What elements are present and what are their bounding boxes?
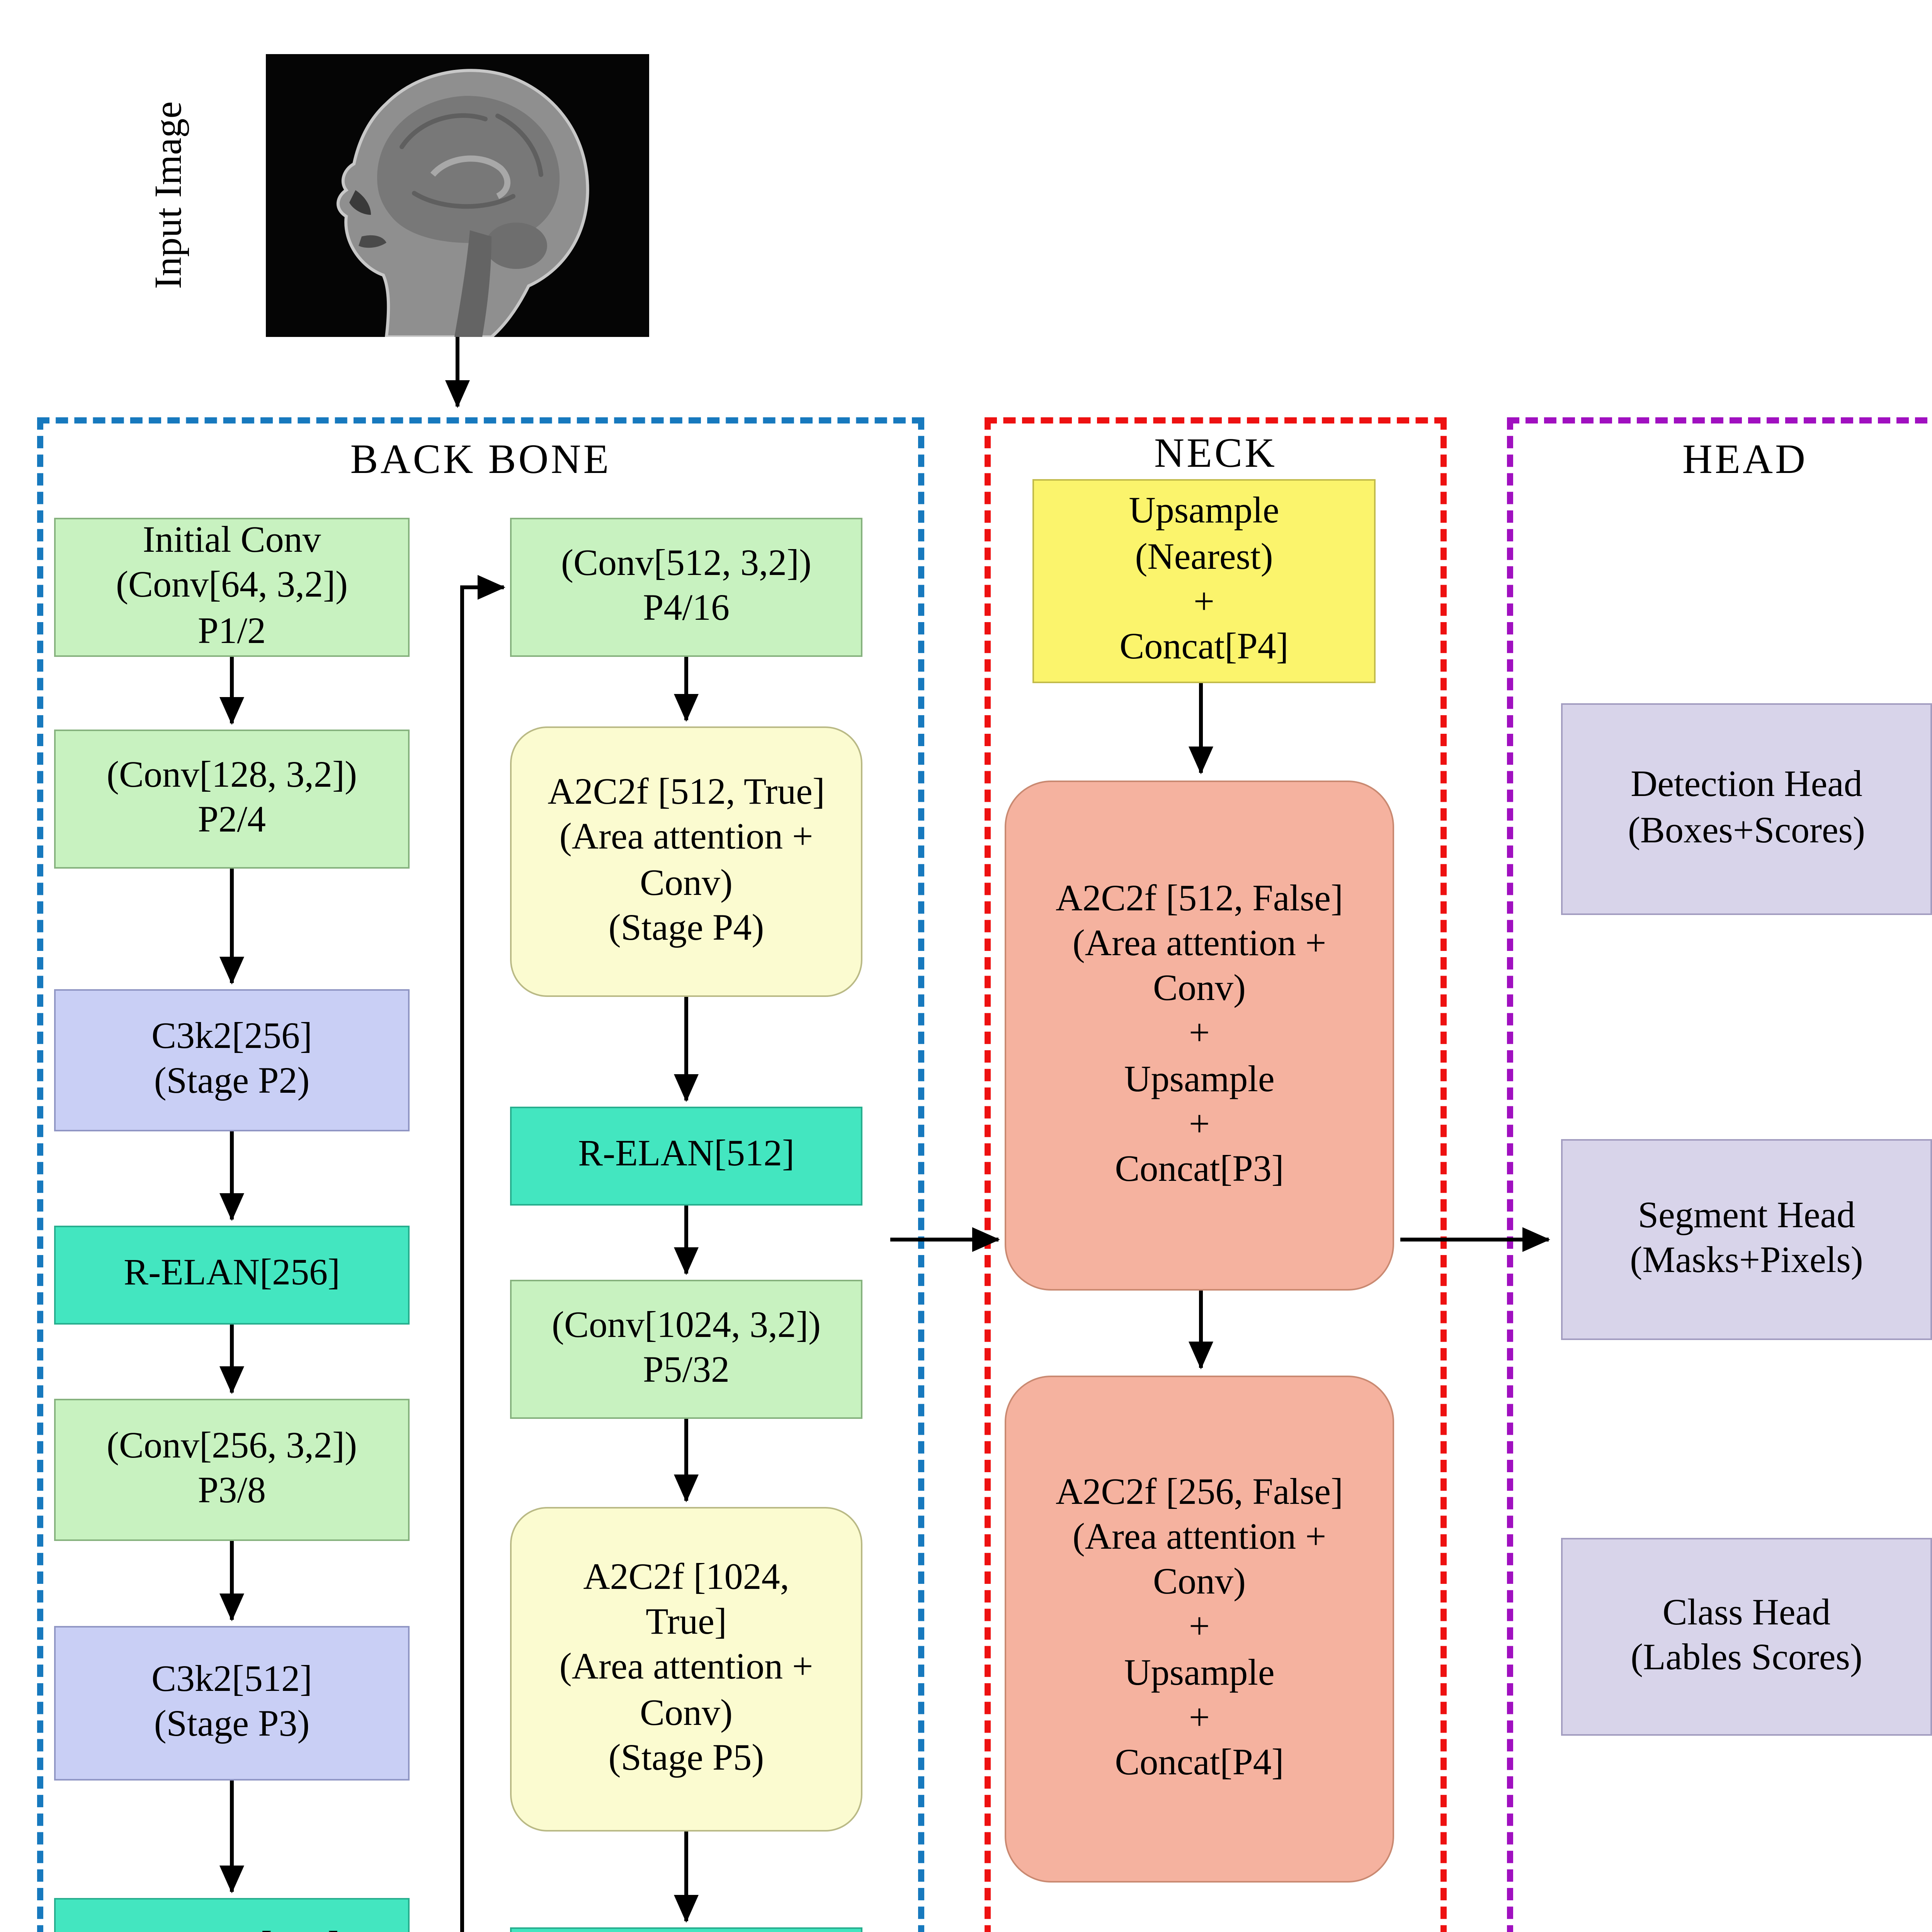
neck-boundary	[985, 417, 1447, 1932]
node-a2c2f-512-false: A2C2f [512, False] (Area attention + Con…	[1005, 781, 1394, 1291]
brain-gyri-lines	[400, 113, 543, 209]
node-class-head: Class Head (Lables Scores)	[1561, 1538, 1932, 1736]
node-detection-head: Detection Head (Boxes+Scores)	[1561, 703, 1932, 915]
node-upsample-concat-p4: Upsample (Nearest) + Concat[P4]	[1032, 479, 1376, 683]
node-a2c2f-256-false: A2C2f [256, False] (Area attention + Con…	[1005, 1376, 1394, 1883]
node-c3k2-256: C3k2[256] (Stage P2)	[54, 989, 410, 1131]
head-boundary	[1507, 417, 1932, 1932]
node-relan-512-p4: R-ELAN[512]	[510, 1107, 862, 1206]
node-conv-512: (Conv[512, 3,2]) P4/16	[510, 518, 862, 657]
backbone-title: BACK BONE	[350, 436, 611, 482]
nasal-cavity	[349, 190, 371, 215]
node-c3k2-512: C3k2[512] (Stage P3)	[54, 1626, 410, 1781]
cerebellum	[485, 223, 547, 269]
node-conv-128: (Conv[128, 3,2]) P2/4	[54, 730, 410, 869]
neck-title: NECK	[1154, 430, 1277, 476]
node-relan-256: R-ELAN[256]	[54, 1226, 410, 1325]
node-segment-head: Segment Head (Masks+Pixels)	[1561, 1139, 1932, 1340]
node-relan-512: R-ELAN[512]	[54, 1898, 410, 1932]
node-conv-1024: (Conv[1024, 3,2]) P5/32	[510, 1280, 862, 1419]
node-a2c2f-1024-true: A2C2f [1024, True] (Area attention + Con…	[510, 1507, 862, 1832]
node-conv-256: (Conv[256, 3,2]) P3/8	[54, 1399, 410, 1541]
node-a2c2f-512-true: A2C2f [512, True] (Area attention + Conv…	[510, 726, 862, 997]
backbone-boundary	[37, 417, 924, 1932]
head-title: HEAD	[1682, 436, 1808, 482]
input-mri-svg	[266, 54, 649, 337]
node-initial-conv: Initial Conv (Conv[64, 3,2]) P1/2	[54, 518, 410, 657]
input-mri-image	[266, 54, 649, 337]
mouth-shadow	[359, 235, 386, 248]
node-relan-1024: R-ELAN[1024]	[510, 1927, 862, 1932]
brainstem	[454, 230, 492, 337]
corpus-callosum	[430, 155, 511, 199]
brain-region	[377, 96, 560, 243]
input-image-label: Input Image	[148, 102, 190, 289]
